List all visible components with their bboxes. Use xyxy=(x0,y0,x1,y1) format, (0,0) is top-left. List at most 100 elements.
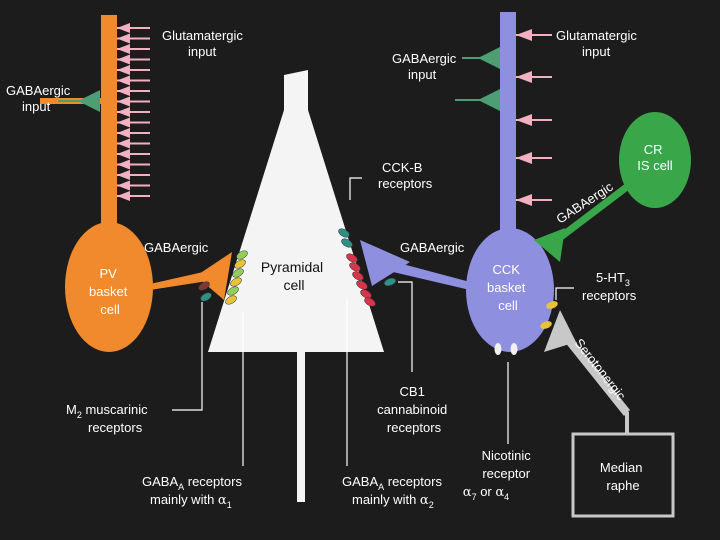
cckb-receptor xyxy=(341,238,353,248)
cck-soma xyxy=(466,228,554,352)
glutamatergic-spine-terminal xyxy=(117,75,130,86)
cr-soma xyxy=(619,112,691,208)
gabaa-receptor xyxy=(236,250,248,260)
glutamatergic-spine-terminal xyxy=(117,96,130,107)
gabaa-alpha1-receptors xyxy=(225,250,248,305)
ht3-receptor xyxy=(540,321,552,329)
gaba-input-left-label: GABAergic input xyxy=(6,83,74,114)
m2-receptor xyxy=(200,292,212,302)
cckb-callout xyxy=(349,177,362,200)
cck-glutamatergic-spines xyxy=(516,29,552,206)
glutamatergic-spine-terminal xyxy=(516,152,532,164)
glutamatergic-spine-terminal xyxy=(516,71,532,83)
ht3-receptor xyxy=(546,301,558,309)
nicotinic-receptor xyxy=(510,343,518,355)
cck-basket-cell xyxy=(360,12,554,352)
pv-cell-label: PV basket cell xyxy=(89,266,131,317)
glutamatergic-spine-terminal xyxy=(117,170,130,180)
median-raphe-label: Median raphe xyxy=(600,460,646,493)
cb1-receptors-label: CB1 cannabinoid receptors xyxy=(377,384,451,435)
gabaa-alpha2-receptors xyxy=(346,253,376,307)
gabaa-alpha2-label: GABAA receptors mainly with α2 xyxy=(342,474,446,510)
ht3-callout xyxy=(555,287,574,300)
m2-receptor xyxy=(198,281,210,291)
cck-gaba-input-terminal-2 xyxy=(478,89,500,111)
glutamatergic-spine-terminal xyxy=(117,107,130,117)
pyramidal-cell xyxy=(208,70,384,502)
cr-cell-label: CR IS cell xyxy=(637,142,673,173)
glutamatergic-spine-terminal xyxy=(117,65,130,75)
glutamatergic-spine-terminal xyxy=(117,128,130,138)
cck-cell-label: CCK basket cell xyxy=(487,262,529,313)
gabaa-receptor xyxy=(346,253,358,263)
gabaa-receptor xyxy=(364,297,376,307)
nicotinic-receptor xyxy=(494,343,502,355)
gabaa-receptor xyxy=(352,271,364,281)
glutamatergic-spine-terminal xyxy=(516,29,532,41)
m2-receptors-label: M2 muscarinic receptors xyxy=(66,402,151,435)
glutamatergic-spine-terminal xyxy=(117,159,130,170)
cckb-receptor xyxy=(338,228,350,238)
pv-basket-cell xyxy=(40,15,232,352)
callout-lines xyxy=(172,177,574,466)
nicotinic-receptor-cluster xyxy=(494,343,518,355)
pv-soma xyxy=(65,222,153,352)
pv-gaba-input-terminal xyxy=(78,90,100,112)
gabaergic-left-label: GABAergic xyxy=(144,240,209,255)
pyramidal-axon xyxy=(297,352,305,502)
glut-input-right-label: Glutamatergic input xyxy=(556,28,641,59)
pv-glutamatergic-spines xyxy=(117,23,150,201)
glut-input-left-label: Glutamatergic input xyxy=(162,28,247,59)
gabaa-receptor xyxy=(225,295,237,305)
gabaa-receptor xyxy=(360,289,372,299)
serotonergic-terminal xyxy=(544,310,576,352)
cr-axon xyxy=(556,180,634,242)
pv-dendrite xyxy=(101,15,117,240)
cck-gaba-input-terminal-1 xyxy=(478,47,500,69)
gabaa-receptor xyxy=(232,268,244,278)
glutamatergic-spine-terminal xyxy=(117,149,130,159)
glutamatergic-spine-terminal xyxy=(117,44,130,54)
glutamatergic-spine-terminal xyxy=(117,180,130,191)
glutamatergic-spine-terminal xyxy=(117,23,130,33)
gabaa-alpha1-label: GABAA receptors mainly with α1 xyxy=(142,474,246,510)
pyramidal-soma xyxy=(208,70,384,352)
median-raphe-box xyxy=(571,432,675,518)
gabaergic-right-label: GABAergic xyxy=(400,240,465,255)
cr-is-cell xyxy=(534,112,691,262)
glutamatergic-spine-terminal xyxy=(117,86,130,96)
ht3-receptor-cluster xyxy=(540,301,558,329)
cck-dendrite xyxy=(500,12,516,240)
cb1-callout xyxy=(398,281,413,372)
pyramidal-cell-label: Pyramidal cell xyxy=(261,259,327,293)
gabaa-receptor xyxy=(227,286,239,296)
gaba-input-right-label: GABAergic input xyxy=(392,51,460,82)
gabaa-receptor xyxy=(234,259,246,269)
gabaa-receptor xyxy=(349,262,361,272)
cr-terminal xyxy=(534,228,565,262)
cck-gabaergic-inputs xyxy=(455,47,500,111)
gabaa-receptor xyxy=(356,280,368,290)
cck-axon xyxy=(393,262,470,290)
glutamatergic-spine-terminal xyxy=(516,194,532,206)
cckb-receptor xyxy=(383,277,397,287)
m2-callout xyxy=(172,302,203,411)
nicotinic-label: Nicotinic receptor α7 or α4 xyxy=(463,448,535,502)
serotonergic-input xyxy=(544,310,675,518)
glutamatergic-spine-terminal xyxy=(117,117,130,128)
glutamatergic-spine-terminal xyxy=(117,191,130,201)
glutamatergic-spine-terminal xyxy=(516,114,532,126)
glutamatergic-spine-terminal xyxy=(117,54,130,65)
pv-terminal xyxy=(196,252,232,300)
serotonergic-axon xyxy=(560,330,630,416)
glutamatergic-spine-terminal xyxy=(117,33,130,44)
cckb-receptors-label: CCK-B receptors xyxy=(378,160,433,191)
glutamatergic-spine-terminal xyxy=(117,138,130,149)
pv-gabaergic-input xyxy=(58,90,100,112)
gabaa-receptor xyxy=(230,277,242,287)
m2-receptor-cluster xyxy=(198,281,212,302)
ht3-receptors-label: 5-HT3 receptors xyxy=(582,270,637,303)
cck-terminal xyxy=(360,240,410,286)
